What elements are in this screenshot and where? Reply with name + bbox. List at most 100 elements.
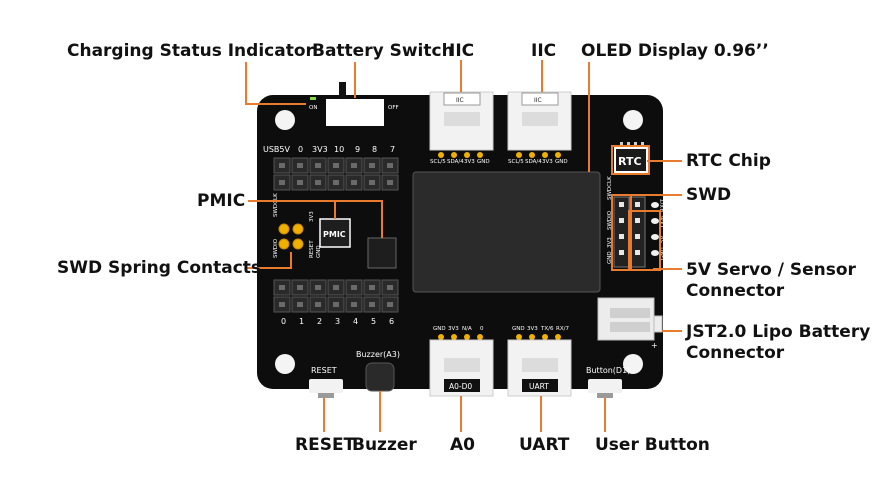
a0-pin: 0: [480, 326, 484, 332]
servo-silk: RX/7: [660, 199, 666, 212]
swd-silk: RESET: [309, 240, 315, 258]
reset-button-actuator[interactable]: [318, 393, 334, 398]
bottom-header-labels: 0 1 2 3 4 5 6: [281, 317, 394, 326]
header-pin-hole: [387, 163, 393, 168]
callout-charging-status: Charging Status Indicator: [67, 41, 314, 61]
iic-pin: GND: [555, 159, 568, 165]
header-label: 5: [371, 317, 376, 326]
callout-swd-spring: SWD Spring Contacts: [57, 258, 262, 278]
servo-silk: GND: [660, 247, 666, 260]
header-pin-hole: [315, 302, 321, 307]
uart-pin: 3V3: [527, 326, 538, 332]
pmic-companion-chip: [367, 237, 397, 269]
servo-silk: 5V: [660, 236, 666, 243]
uart-connector: GND 3V3 TX/6 RX/7 UART: [507, 326, 572, 397]
silk-off: OFF: [388, 105, 399, 111]
header-label: 9: [355, 145, 360, 154]
callout-rtc-chip: RTC Chip: [686, 151, 771, 171]
header-pin-hole: [297, 285, 303, 290]
header-pin-hole: [297, 302, 303, 307]
header-label: 7: [390, 145, 395, 154]
battery-switch[interactable]: [326, 99, 384, 126]
leader-outline-boxes: [611, 145, 661, 271]
swd-silk: 3V3: [607, 237, 613, 248]
header-label: 6: [389, 317, 394, 326]
header-pin-hole: [387, 302, 393, 307]
a0-pin: GND: [433, 326, 446, 332]
callout-a0: A0: [450, 435, 475, 455]
callout-buzzer: Buzzer: [352, 435, 417, 455]
callout-reset: RESET: [295, 435, 356, 455]
header-label: 8: [372, 145, 377, 154]
swd-silk: SWDCLK: [607, 176, 613, 200]
a0-box-label: A0-D0: [449, 382, 472, 391]
iic-pin: SDA/4: [525, 159, 542, 165]
header-pin-hole: [387, 285, 393, 290]
oled-display: [412, 171, 601, 293]
swd-silk: GND: [607, 251, 613, 264]
header-pin-hole: [279, 180, 285, 185]
rtc-highlight: [611, 145, 650, 175]
jst-plus-mark: +: [651, 341, 658, 350]
header-pin-hole: [351, 180, 357, 185]
callout-iic-left: IIC: [449, 41, 475, 61]
iic-box-label: IIC: [456, 97, 464, 104]
header-label: 0: [281, 317, 286, 326]
charging-led: [310, 97, 316, 100]
header-label: USB5V: [263, 145, 291, 154]
header-pin-hole: [351, 163, 357, 168]
header-pin-hole: [351, 285, 357, 290]
callout-iic-right: IIC: [531, 41, 557, 61]
callout-uart: UART: [519, 435, 570, 455]
header-pin-hole: [279, 163, 285, 168]
buzzer: [365, 362, 395, 392]
uart-pin: TX/6: [540, 326, 554, 332]
silk-on: ON: [309, 105, 317, 111]
header-label: 3: [335, 317, 340, 326]
header-label: 0: [298, 145, 303, 154]
pmic-chip: [319, 218, 351, 248]
swd-header: SWDCLK SWDIO 3V3 GND RX/7 TX/6 5V GND: [607, 176, 666, 268]
header-pin-hole: [279, 285, 285, 290]
buzzer-silk: Buzzer(A3): [356, 350, 400, 359]
uart-pin: GND: [512, 326, 525, 332]
header-pin-hole: [315, 163, 321, 168]
switch-knob[interactable]: [339, 82, 346, 100]
servo-highlight: [628, 210, 661, 271]
iic-pin: GND: [477, 159, 490, 165]
mounting-hole-top-right: [623, 110, 643, 130]
callout-battery-switch: Battery Switch: [312, 41, 454, 61]
button-silk: Button(D1): [586, 366, 630, 375]
iic-pin: 3V3: [464, 159, 475, 165]
user-button-actuator[interactable]: [597, 393, 613, 398]
a0-pin: N/A: [462, 326, 472, 332]
callout-jst: JST2.0 Lipo Battery Connector: [686, 322, 871, 363]
leader-swd-spring: [246, 252, 292, 269]
header-label: 1: [299, 317, 304, 326]
rtc-chip-label: RTC: [618, 155, 642, 168]
callout-oled: OLED Display 0.96’’: [581, 41, 769, 61]
header-label: 10: [334, 145, 344, 154]
pmic-chip-label: PMIC: [323, 230, 346, 239]
uart-pin: RX/7: [556, 326, 569, 332]
leader-charging: [245, 62, 306, 105]
header-pin-hole: [279, 302, 285, 307]
rtc-chip: [614, 147, 648, 173]
header-pin-hole: [333, 285, 339, 290]
reset-silk: RESET: [311, 366, 337, 375]
header-label: 3V3: [312, 145, 328, 154]
header-pin-hole: [369, 285, 375, 290]
iic-pin: SDA/4: [447, 159, 464, 165]
a0-pin: 3V3: [448, 326, 459, 332]
top-pin-header: [273, 157, 399, 191]
header-pin-hole: [369, 163, 375, 168]
rtc-chip-pins: [620, 142, 644, 147]
user-button[interactable]: [588, 379, 622, 393]
header-label: 2: [317, 317, 322, 326]
mounting-hole-bottom-left: [275, 354, 295, 374]
callout-user-button: User Button: [595, 435, 710, 455]
header-pin-hole: [369, 180, 375, 185]
reset-button[interactable]: [309, 379, 343, 393]
bottom-pin-header: [273, 279, 399, 313]
swd-spring-contacts: SWDCLK 3V3 SWDIO RESET GND: [273, 193, 322, 258]
